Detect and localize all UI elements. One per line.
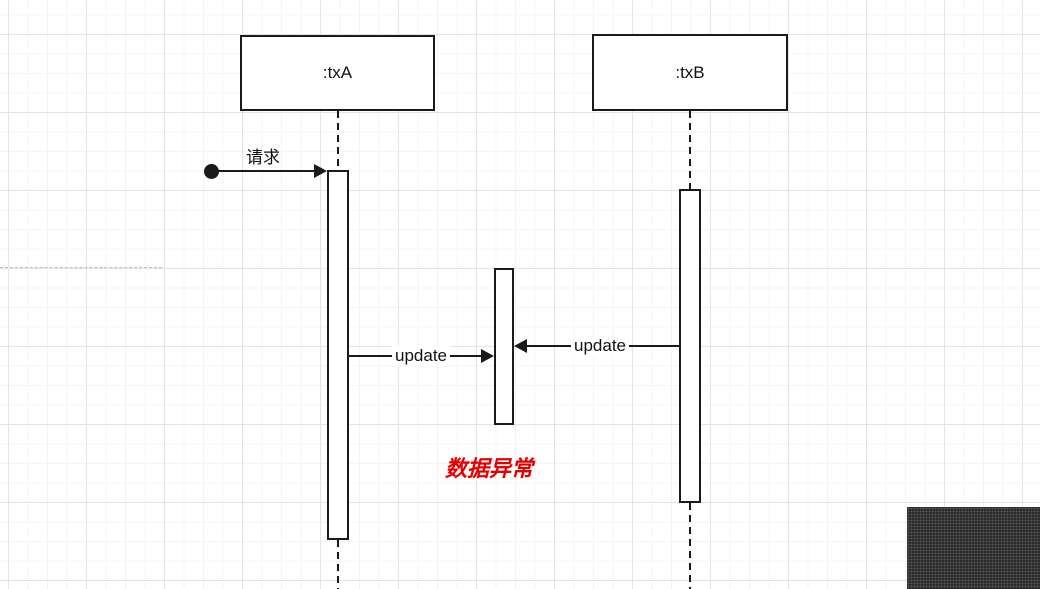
message-update-right-label[interactable]: update (571, 336, 629, 356)
activation-bar-txB[interactable] (679, 189, 701, 503)
note-data-exception[interactable]: 数据异常 (445, 456, 534, 481)
lifeline-txA-lower[interactable] (337, 540, 339, 589)
message-request-line[interactable] (218, 170, 314, 172)
activation-bar-shared[interactable] (494, 268, 514, 425)
actor-label-txB: :txB (675, 62, 705, 82)
lifeline-txB-upper[interactable] (689, 111, 691, 189)
arrowhead-right-icon (481, 349, 494, 363)
arrowhead-left-icon (514, 339, 527, 353)
actor-label-txA: :txA (322, 63, 353, 82)
arrowhead-right-icon (314, 164, 327, 178)
message-start-dot-icon[interactable] (204, 164, 219, 179)
page-break-line (0, 267, 162, 268)
actor-box-txA[interactable]: :txA (240, 35, 435, 111)
message-request-label[interactable]: 请求 (246, 148, 280, 167)
corner-dark-block (907, 507, 1040, 589)
lifeline-txA-upper[interactable] (337, 111, 339, 170)
lifeline-txB-lower[interactable] (689, 503, 691, 589)
actor-box-txB[interactable]: :txB (592, 34, 788, 111)
message-update-left-label[interactable]: update (392, 346, 450, 366)
activation-bar-txA[interactable] (327, 170, 349, 540)
